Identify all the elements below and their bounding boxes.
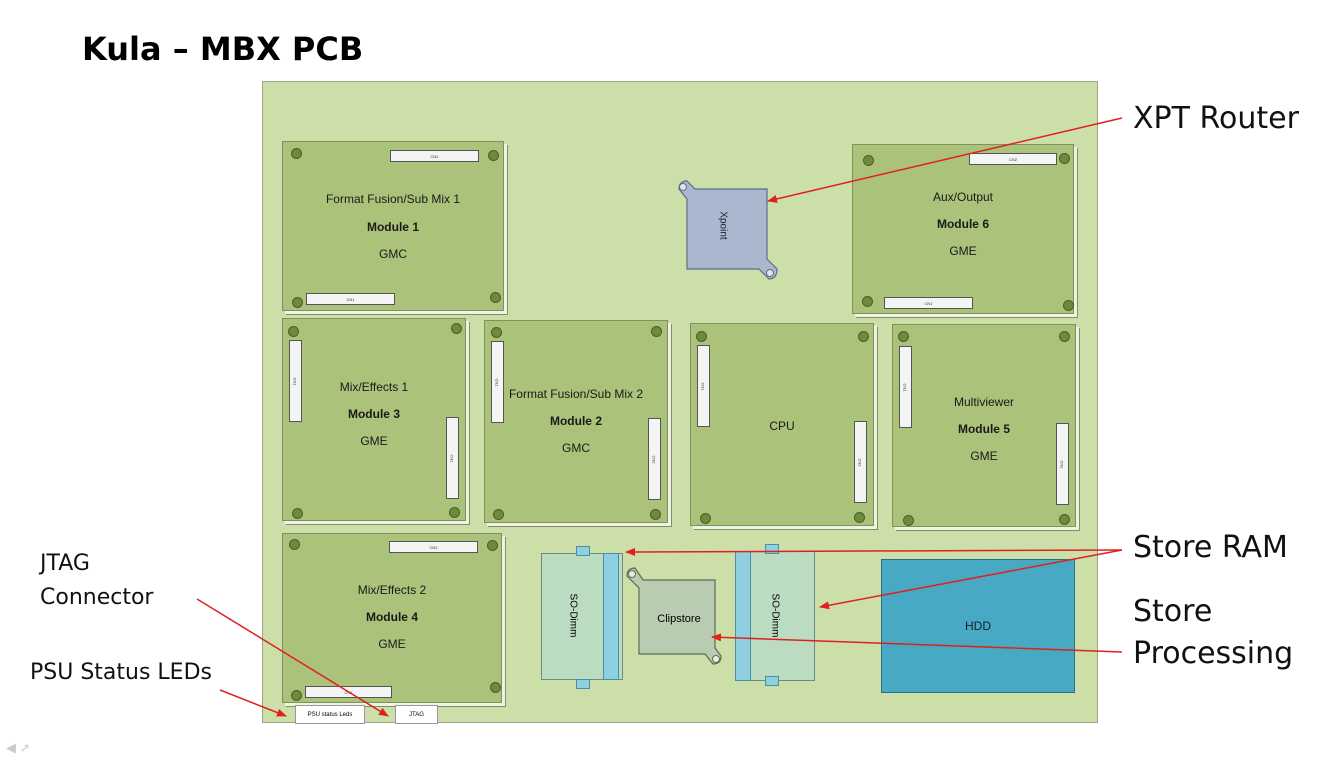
module-number: Module 4 — [365, 610, 418, 624]
mount-hole — [291, 690, 302, 701]
connector-cn2: CN2 — [446, 417, 459, 499]
mount-hole — [1059, 331, 1070, 342]
mount-hole — [491, 327, 502, 338]
mount-hole — [490, 292, 501, 303]
module-function: CPU — [769, 419, 795, 433]
xpoint-chip — [678, 180, 778, 280]
connector-cn2: CN2 — [389, 541, 478, 553]
mount-hole — [1063, 300, 1074, 311]
callout-store-processing-1: Store — [1133, 594, 1213, 629]
callout-psu-leds: PSU Status LEDs — [30, 660, 212, 685]
module-type: GMC — [379, 247, 407, 261]
jtag-label: JTAG — [409, 711, 424, 718]
mount-hole — [903, 515, 914, 526]
module-function: Mix/Effects 1 — [339, 380, 409, 394]
module-function: Mix/Effects 2 — [357, 583, 427, 597]
module-5: CN1 CN2 Multiviewer Module 5 GME — [892, 324, 1076, 527]
sodimm-right-tab — [765, 676, 779, 686]
sodimm-left-strip — [603, 553, 619, 680]
callout-xpt-router: XPT Router — [1133, 101, 1299, 136]
mount-hole — [696, 331, 707, 342]
connector-cn1: CN1 — [491, 341, 504, 423]
connector-cn2: CN2 — [969, 153, 1057, 165]
mount-hole — [291, 148, 302, 159]
mount-hole — [451, 323, 462, 334]
jtag-connector: JTAG — [395, 705, 438, 724]
module-1: CN2 CN1 Format Fusion/Sub Mix 1 Module 1… — [282, 141, 504, 311]
mount-hole — [863, 155, 874, 166]
mount-hole — [898, 331, 909, 342]
arrow-store-processing — [711, 633, 1123, 653]
module-function: Format Fusion/Sub Mix 1 — [325, 192, 461, 206]
connector-cn2: CN2 — [648, 418, 661, 500]
mount-hole — [858, 331, 869, 342]
module-type: GME — [970, 449, 998, 463]
connector-cn1: CN1 — [884, 297, 973, 309]
mount-hole — [493, 509, 504, 520]
module-2: CN1 CN2 Format Fusion/Sub Mix 2 Module 2… — [484, 320, 668, 523]
clipstore-label: Clipstore — [657, 613, 701, 625]
module-number: Module 3 — [347, 407, 400, 421]
mount-hole — [1059, 514, 1070, 525]
module-3: CN1 CN2 Mix/Effects 1 Module 3 GME — [282, 318, 466, 521]
mount-hole — [1059, 153, 1070, 164]
module-function: Multiviewer — [953, 395, 1014, 409]
arrow-store-ram-left — [625, 547, 1123, 556]
module-type: GME — [949, 244, 977, 258]
module-type: GME — [360, 434, 388, 448]
hdd-label: HDD — [965, 619, 991, 633]
module-number: Module 2 — [549, 414, 602, 428]
module-4: CN2 CN1 Mix/Effects 2 Module 4 GME — [282, 533, 502, 703]
mount-hole — [288, 326, 299, 337]
sodimm-right-tab — [765, 544, 779, 554]
module-type: GMC — [562, 441, 590, 455]
mount-hole — [488, 150, 499, 161]
module-type: GME — [378, 637, 406, 651]
arrow-psu — [219, 689, 287, 717]
mount-hole — [292, 297, 303, 308]
connector-cn1: CN1 — [306, 293, 395, 305]
mount-hole — [651, 326, 662, 337]
callout-jtag-1: JTAG — [40, 551, 90, 576]
psu-status-leds: PSU status Leds — [295, 705, 365, 724]
connector-cn1: CN1 — [899, 346, 912, 428]
mount-hole — [700, 513, 711, 524]
sodimm-left-tab — [576, 679, 590, 689]
module-function: Format Fusion/Sub Mix 2 — [508, 387, 644, 401]
clipstore-chip — [626, 567, 722, 665]
mount-hole — [854, 512, 865, 523]
module-number: Module 1 — [366, 220, 419, 234]
mount-hole — [289, 539, 300, 550]
callout-jtag-2: Connector — [40, 585, 154, 610]
mount-hole — [862, 296, 873, 307]
mount-hole — [490, 682, 501, 693]
arrow-jtag — [196, 598, 389, 717]
mount-hole — [292, 508, 303, 519]
callout-store-ram: Store RAM — [1133, 530, 1288, 565]
slide-nav-arrows-icon[interactable]: ◀ ➚ — [6, 740, 31, 755]
sodimm-left-tab — [576, 546, 590, 556]
mount-hole — [449, 507, 460, 518]
hdd: HDD — [881, 559, 1075, 693]
connector-cn1: CN1 — [289, 340, 302, 422]
page-title: Kula – MBX PCB — [82, 30, 364, 68]
connector-cn2: CN2 — [1056, 423, 1069, 505]
callout-store-processing-2: Processing — [1133, 636, 1294, 671]
mount-hole — [650, 509, 661, 520]
mount-hole — [487, 540, 498, 551]
arrow-store-ram-right — [819, 549, 1123, 610]
connector-cn2: CN2 — [390, 150, 479, 162]
module-function: Aux/Output — [932, 190, 994, 204]
module-number: Module 5 — [957, 422, 1010, 436]
cpu-module: CN1 CN2 CPU — [690, 323, 874, 526]
pcb-board: CN2 CN1 Format Fusion/Sub Mix 1 Module 1… — [262, 81, 1098, 724]
connector-cn1: CN1 — [697, 345, 710, 427]
connector-cn2: CN2 — [854, 421, 867, 503]
arrow-xpt — [767, 117, 1123, 203]
module-number: Module 6 — [936, 217, 989, 231]
psu-label: PSU status Leds — [307, 711, 353, 718]
